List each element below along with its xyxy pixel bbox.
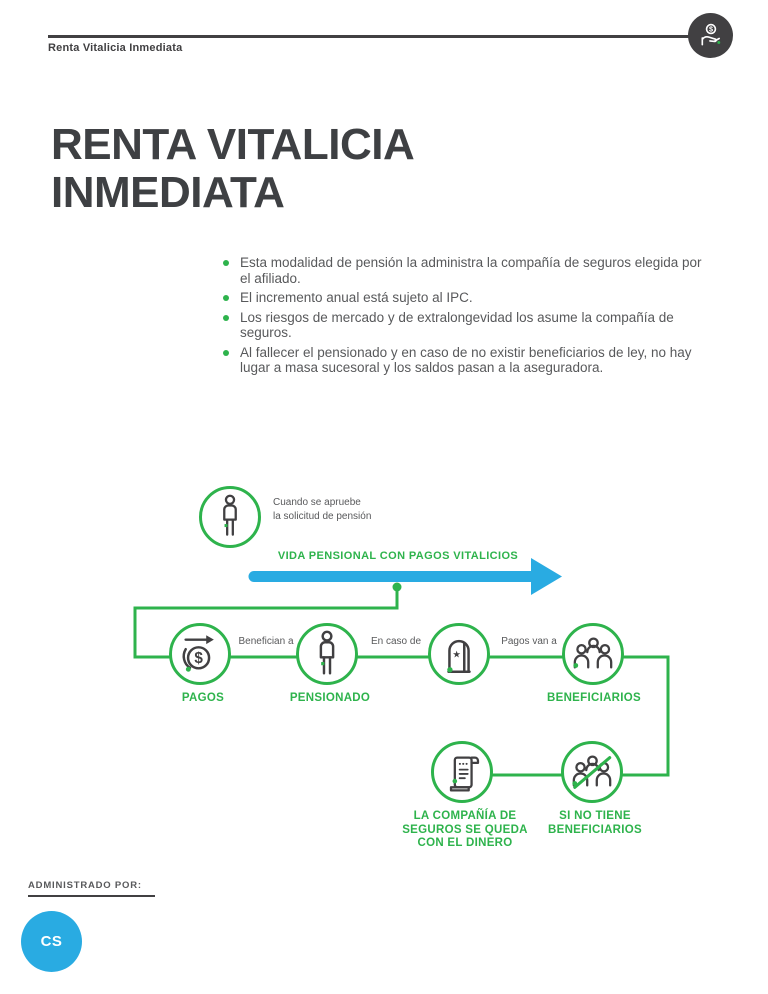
breadcrumb: Renta Vitalicia Inmediata — [48, 42, 183, 54]
bullet-dot — [223, 260, 229, 266]
node-label-pagos: PAGOS — [181, 692, 225, 704]
node-label-sin-beneficiarios: SI NO TIENE BENEFICIARIOS — [548, 810, 642, 836]
coin-arrow-icon: $ — [182, 635, 214, 672]
node-label-pensionado: PENSIONADO — [289, 692, 371, 704]
page-title: RENTA VITALICIA INMEDIATA — [51, 120, 415, 217]
bullet-list: Esta modalidad de pensión la administra … — [221, 255, 713, 380]
node-compania-seguros — [431, 741, 493, 803]
svg-text:$: $ — [194, 650, 203, 667]
bullet-text: Los riesgos de mercado y de extralongevi… — [240, 309, 674, 341]
connector-label: Benefician a — [238, 636, 294, 647]
hand-coin-icon: $ — [701, 23, 721, 46]
bullet-dot — [223, 314, 229, 321]
scroll-icon — [449, 756, 480, 792]
bullet-dot — [223, 295, 229, 301]
bullet-item: El incremento anual está sujeto al IPC. — [221, 290, 713, 306]
connector-label: En caso de — [370, 636, 422, 647]
node-fallecimiento: ★ — [428, 623, 490, 685]
tombstone-icon: ★ — [447, 639, 471, 673]
node-label-beneficiarios: BENEFICIARIOS — [547, 692, 641, 704]
timeline-arrow — [248, 558, 562, 595]
header-rule — [48, 35, 710, 38]
corner-badge: $ — [688, 13, 733, 58]
administered-by-label: ADMINISTRADO POR: — [28, 880, 142, 891]
timeline-label: VIDA PENSIONAL CON PAGOS VITALICIOS — [277, 550, 519, 562]
node-sin-beneficiarios — [561, 741, 623, 803]
green-connector — [133, 582, 670, 777]
people-crossed-icon — [572, 754, 612, 789]
people-icon — [573, 636, 613, 669]
bullet-text: Al fallecer el pensionado y en caso de n… — [240, 344, 692, 376]
flow-diagram: Cuando se apruebe la solicitud de pensió… — [0, 470, 768, 890]
diagram-connectors — [133, 558, 670, 777]
bullet-dot — [223, 349, 229, 356]
intro-caption: Cuando se apruebe la solicitud de pensió… — [273, 497, 372, 522]
bullet-text: El incremento anual está sujeto al IPC. — [240, 290, 473, 305]
cs-logo: CS — [21, 911, 82, 972]
connector-label: Pagos van a — [501, 636, 557, 647]
person-icon — [223, 494, 237, 536]
node-label-compania: LA COMPAÑÍA DE SEGUROS SE QUEDA CON EL D… — [402, 810, 528, 849]
svg-text:$: $ — [709, 25, 713, 34]
administered-by-rule — [28, 895, 155, 897]
bullet-item: Los riesgos de mercado y de extralongevi… — [221, 310, 713, 341]
node-beneficiarios — [562, 623, 624, 685]
node-pensionado — [296, 623, 358, 685]
node-pagos: $ — [169, 623, 231, 685]
node-solicitud — [199, 486, 261, 548]
bullet-item: Al fallecer el pensionado y en caso de n… — [221, 345, 713, 376]
svg-text:★: ★ — [452, 649, 461, 660]
bullet-item: Esta modalidad de pensión la administra … — [221, 255, 713, 286]
bullet-text: Esta modalidad de pensión la administra … — [240, 255, 702, 286]
person-icon — [319, 630, 335, 675]
